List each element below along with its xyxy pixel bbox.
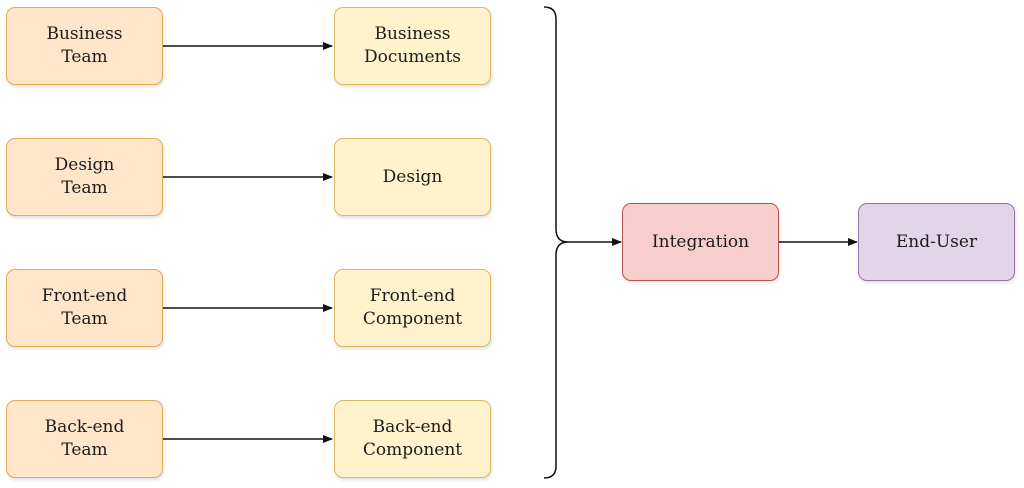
design-team-node: Design Team	[6, 138, 163, 216]
back-end-team-node: Back-end Team	[6, 400, 163, 478]
end-user-node: End-User	[858, 203, 1015, 281]
grouping-curly-brace	[543, 6, 569, 479]
business-team-node: Business Team	[6, 7, 163, 85]
design-node: Design	[334, 138, 491, 216]
integration-node: Integration	[622, 203, 779, 281]
front-end-component-node: Front-end Component	[334, 269, 491, 347]
back-end-component-node: Back-end Component	[334, 400, 491, 478]
front-end-team-node: Front-end Team	[6, 269, 163, 347]
business-documents-node: Business Documents	[334, 7, 491, 85]
